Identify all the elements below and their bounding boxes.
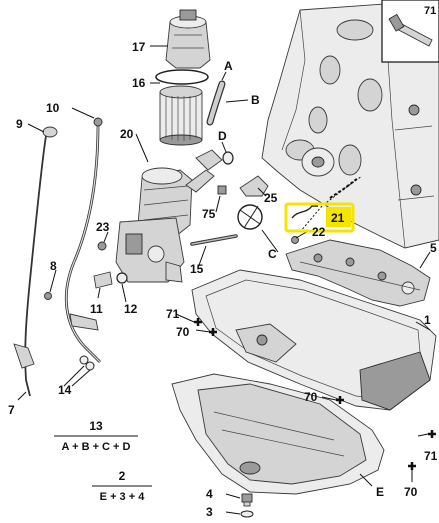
lower-oil-pan: [171, 373, 385, 495]
label-15: 15: [190, 262, 204, 276]
upper-oil-sump: [191, 269, 437, 411]
oil-filter-element: [159, 85, 203, 146]
label-10: 10: [46, 101, 60, 115]
formula-2-number: 2: [119, 469, 126, 483]
formula-2-expression: E + 3 + 4: [100, 491, 146, 503]
label-5: 5: [430, 241, 437, 255]
label-17: 17: [132, 40, 146, 54]
label-9: 9: [16, 117, 23, 131]
label-71-inset: 71: [424, 5, 436, 17]
seal-ring-14b: [85, 361, 95, 371]
highlight-box-21: [284, 202, 355, 233]
formula-2: 2 E + 3 + 4: [92, 469, 152, 503]
filter-seal-ring: [155, 69, 209, 85]
dotted-guide-bold: [329, 177, 359, 199]
bolt-75: [217, 185, 227, 195]
small-seal-ring-d: [222, 151, 234, 165]
fastener-marks: [194, 318, 436, 470]
oil-filter-housing: [115, 149, 223, 283]
seal-ring-14a: [79, 355, 89, 365]
seal-ring-12: [116, 272, 128, 284]
highlight-label-bg-21: [326, 207, 351, 227]
drain-plug-4: [241, 493, 253, 507]
label-70-mid: 70: [304, 390, 318, 404]
oil-filter-cap: [165, 9, 211, 69]
label-70-right: 70: [404, 485, 418, 499]
label-71-left: 71: [166, 307, 180, 321]
seal-ring-c: [237, 204, 263, 230]
label-23: 23: [96, 220, 110, 234]
oil-sensor-11: [93, 271, 113, 289]
label-1: 1: [424, 313, 431, 327]
label-E: E: [376, 485, 384, 499]
screw-8: [44, 292, 52, 300]
label-12: 12: [124, 302, 138, 316]
dotted-guide-line: [299, 175, 363, 233]
drain-washer-3: [240, 510, 254, 518]
label-22: 22: [312, 225, 326, 239]
label-D: D: [218, 129, 227, 143]
label-11: 11: [90, 302, 103, 316]
label-75: 75: [202, 207, 216, 221]
formula-13-number: 13: [89, 419, 103, 433]
label-14: 14: [58, 383, 72, 397]
label-C: C: [268, 247, 277, 261]
leader-lines: [17, 45, 431, 515]
label-20: 20: [120, 127, 134, 141]
formula-13-expression: A + B + C + D: [62, 441, 131, 453]
label-16: 16: [132, 76, 146, 90]
label-71-right: 71: [424, 449, 438, 463]
formula-13: 13 A + B + C + D: [54, 419, 138, 453]
label-70-left: 70: [176, 325, 190, 339]
label-3: 3: [206, 505, 213, 519]
label-B: B: [251, 93, 260, 107]
bolt-23: [97, 241, 107, 251]
engine-block: [261, 3, 439, 249]
label-4: 4: [206, 487, 213, 501]
label-25: 25: [264, 191, 278, 205]
inset-box-bolt: [381, 0, 439, 63]
label-A: A: [224, 59, 233, 73]
oil-jet-21: [291, 205, 318, 219]
label-8: 8: [50, 259, 57, 273]
bolt-22: [291, 236, 299, 244]
label-21: 21: [331, 211, 345, 225]
oil-pump-plate: [285, 239, 431, 307]
label-7: 7: [8, 403, 15, 417]
